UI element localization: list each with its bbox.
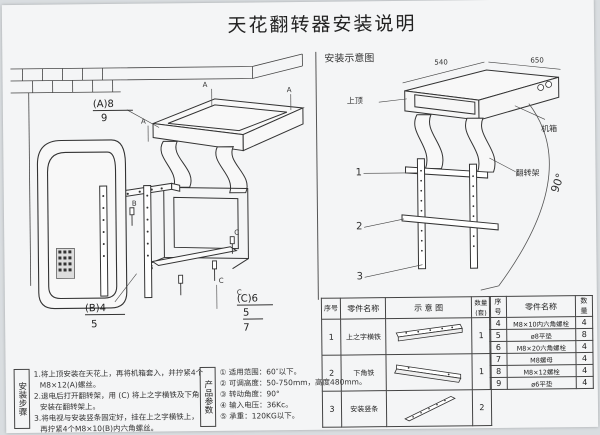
step-line: 2.退电后打开翻转架，用 (C) 将上之字横铁及下角 — [34, 389, 200, 402]
row-no: 6 — [490, 341, 507, 353]
label-a8: (A)8 — [93, 99, 133, 111]
row-name: ø6平垫 — [507, 377, 576, 390]
specs-header: 产品参数 — [200, 367, 217, 427]
spec-line: ④ 输入电压：36Kc。 — [220, 399, 293, 411]
row-qty: 4 — [576, 316, 593, 328]
table-header-row: 序号 零件名称 示 意 图 数量(套) — [321, 297, 490, 320]
row-name: 安装竖条 — [341, 391, 387, 427]
label-5: 5 — [91, 319, 97, 330]
angle-label: 90° — [548, 172, 567, 195]
row-qty: 2 — [472, 390, 492, 426]
spec-line: ① 适用范围：60″以下。 — [220, 366, 302, 378]
dim-depth: 650 — [530, 56, 543, 64]
flip-bracket-label: 翻转架 — [516, 167, 540, 177]
table-row: 3 安装竖条 2 — [322, 390, 491, 428]
z-bar-sketch — [392, 320, 466, 351]
part-sketch — [387, 390, 473, 427]
col-header: 序号 — [489, 296, 506, 317]
row-qty: 8 — [576, 328, 593, 340]
spec-line: ⑤ 承重：120KG以下。 — [220, 410, 299, 422]
row-name: M8×12螺栓 — [507, 365, 576, 378]
ceiling-label: 上顶 — [347, 96, 363, 105]
col-header: 零件名称 — [506, 296, 575, 318]
letter-a-label: A — [203, 81, 208, 89]
callout-3: 3 — [357, 271, 363, 282]
row-qty: 4 — [576, 376, 593, 388]
col-header: 示 意 图 — [386, 297, 472, 319]
table-row: 1 上之字横铁 1 — [322, 318, 491, 356]
letter-b-label: B — [132, 200, 137, 208]
col-header: 数量(套) — [471, 297, 490, 318]
callout-1: 1 — [355, 167, 361, 178]
row-no: 7 — [490, 353, 507, 365]
steps-header: 安装步骤 — [14, 369, 31, 429]
row-qty: 1 — [471, 318, 491, 354]
row-name: M8螺母 — [507, 353, 576, 366]
step-line: 3.将电视与安装竖条固定好，挂在上之字横铁上， — [34, 411, 199, 424]
row-name: M8×20六角螺栓 — [507, 341, 576, 354]
label-9: 9 — [101, 113, 107, 124]
row-name: 上之字横铁 — [341, 319, 387, 355]
row-name: M8×10内六角螺栓 — [507, 317, 576, 330]
callout-2: 2 — [356, 221, 362, 232]
col-header: 零件名称 — [340, 298, 385, 319]
label-c6: (C)6 — [237, 293, 273, 305]
row-qty: 4 — [576, 340, 593, 352]
angle-iron-sketch — [392, 356, 466, 387]
row-no: 9 — [490, 377, 507, 389]
row-no: 3 — [322, 391, 341, 427]
spec-line: ② 可调高度：50-750mm，高度480mm。 — [220, 376, 367, 389]
row-no: 4 — [490, 317, 507, 329]
row-no: 5 — [490, 329, 507, 341]
part-sketch — [386, 318, 472, 355]
parts-table-main: 序号 零件名称 示 意 图 数量(套) 1 上之字横铁 1 2 下角铁 — [321, 296, 492, 428]
row-qty: 4 — [576, 352, 593, 364]
step-line: 再拧紧4个M8×10(B)内六角螺丝。 — [40, 422, 158, 434]
row-qty: 4 — [576, 364, 593, 376]
row-qty: 1 — [472, 354, 492, 390]
letter-c-label: C — [234, 229, 239, 237]
label-b4: (B)4 — [85, 303, 125, 315]
row-name: ø8平垫 — [507, 329, 576, 342]
install-schematic: 540 650 — [318, 53, 597, 301]
table-header-row: 序号 零件名称 数量 — [489, 295, 592, 317]
step-line: 安装在翻转架上。 — [40, 401, 100, 413]
machine-box-label: 机箱 — [541, 123, 557, 133]
exploded-diagram: A A A — [2, 38, 325, 341]
step-line: M8×12(A)螺丝。 — [40, 379, 101, 391]
row-no: 1 — [322, 319, 341, 355]
vertical-strip-sketch — [392, 392, 466, 423]
page-title: 天花翻转器安装说明 — [192, 8, 452, 38]
label-c5: 5 — [243, 307, 263, 319]
label-c7: 7 — [243, 323, 249, 334]
col-header: 序号 — [321, 298, 340, 319]
spec-line: ③ 转动角度：90° — [220, 388, 280, 400]
dim-width: 540 — [434, 58, 447, 66]
letter-a-label: A — [287, 86, 292, 94]
part-sketch — [386, 354, 472, 391]
step-line: 1.将上顶安装在天花上，再将机箱套入，并拧紧4个 — [34, 367, 204, 380]
row-no: 8 — [490, 365, 507, 377]
col-header: 数量 — [575, 295, 592, 316]
letter-c-label: C — [219, 277, 224, 285]
